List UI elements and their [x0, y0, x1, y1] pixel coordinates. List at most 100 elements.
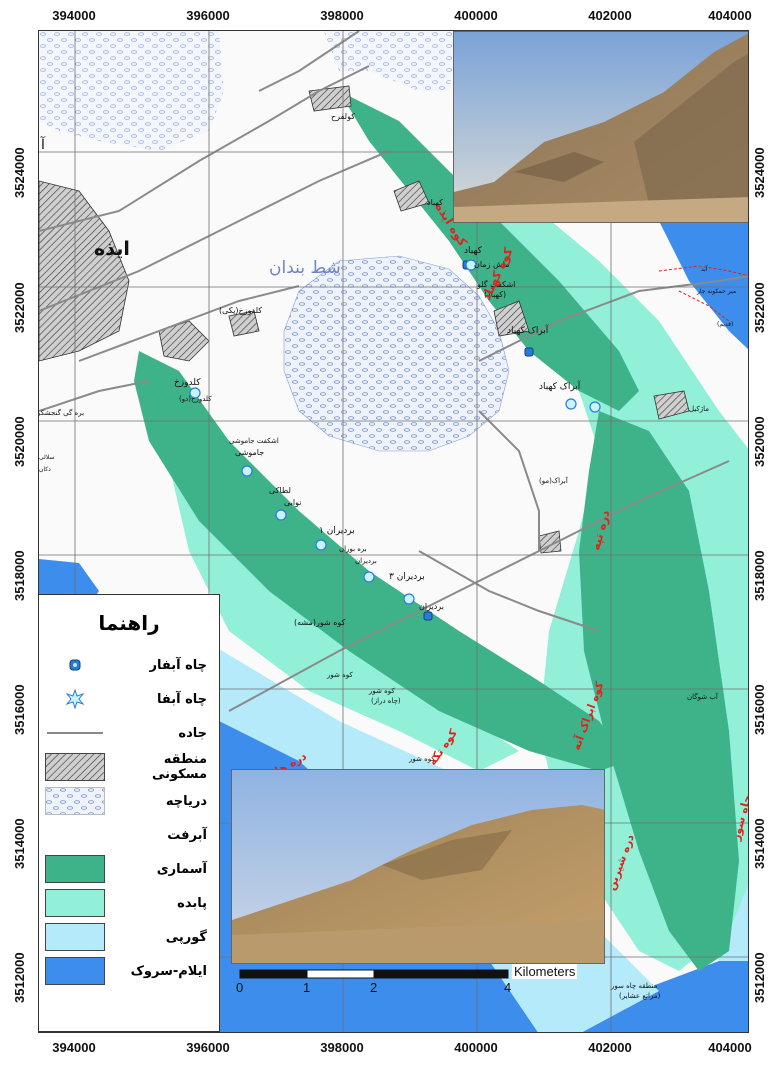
legend-row-well: چاه آبفار: [45, 649, 211, 681]
scale-unit: Kilometers: [512, 964, 578, 979]
label-bara-gi: بره گی گنجشکر: [39, 408, 84, 417]
legend-row-asmari: آسماری: [45, 853, 211, 885]
scale-bar: 0 1 2 4 Kilometers: [236, 964, 596, 1004]
scale-bar-graphic: [239, 969, 509, 979]
label-kalduzkh: کلدوزخ(پکی): [219, 306, 262, 315]
alluvium-swatch: [45, 821, 105, 849]
x-tick-bottom: 404000: [708, 1040, 752, 1055]
residential-swatch: [45, 753, 105, 781]
pabdeh-swatch: [45, 889, 105, 917]
label-kuh-shur3: کوه شور: [408, 755, 435, 763]
photo-top-right: [453, 31, 748, 223]
x-tick-top: 404000: [708, 8, 752, 23]
label-kohbad2: کهباد: [464, 246, 483, 256]
road-line-icon: [45, 719, 105, 747]
legend-row-lake: دریاچه: [45, 785, 211, 817]
legend-label: چاه آبفار: [149, 657, 207, 673]
label-abrak-mu: آبراک(مو): [539, 476, 569, 485]
legend: راهنما چاه آبفار چاه آبفا جاده منطقه مسک…: [38, 594, 220, 1032]
y-tick-left: 3522000: [12, 282, 27, 333]
scale-tick: 2: [370, 980, 378, 995]
scale-tick: 1: [303, 980, 311, 995]
legend-label: آسماری: [156, 861, 207, 877]
photo-bottom-image: [232, 770, 604, 963]
lake-shatt-bandan: [283, 255, 510, 452]
lake-swatch: [45, 787, 105, 815]
label-bardiran2: بره بوران: [339, 545, 367, 553]
label-bardiran1: بردیران ۱: [319, 526, 355, 536]
legend-label: دریاچه: [165, 793, 207, 809]
y-tick-right: 3512000: [752, 952, 767, 1003]
label-mir: میر حمکونه جار: [696, 288, 736, 295]
x-tick-top: 398000: [320, 8, 364, 23]
label-ashkaft-goli: اشکفت گلو: [476, 279, 515, 289]
y-tick-right: 3522000: [752, 282, 767, 333]
label-left-edge3: دکان: [39, 466, 51, 473]
label-lalati: لطاکی: [269, 486, 291, 495]
label-chah-deraz: (چاه دراز): [371, 697, 401, 705]
x-tick-bottom: 398000: [320, 1040, 364, 1055]
y-tick-left: 3516000: [12, 684, 27, 735]
label-bardiran3: بردیران ۳: [389, 572, 425, 582]
legend-title: راهنما: [98, 611, 160, 635]
x-tick-top: 396000: [186, 8, 230, 23]
x-tick-top: 400000: [454, 8, 498, 23]
label-bardiran-b: بردیران: [355, 557, 377, 565]
y-tick-left: 3514000: [12, 818, 27, 869]
label-kuh-shur2: کوه شور: [368, 687, 395, 695]
legend-label: ایلام-سروک: [130, 963, 207, 979]
legend-row-pabdeh: پابده: [45, 887, 211, 919]
y-tick-right: 3524000: [752, 147, 767, 198]
photo-top-image: [454, 32, 748, 222]
legend-row-road: جاده: [45, 717, 211, 749]
legend-label: آبرفت: [167, 827, 207, 843]
asmari-zones: [134, 91, 739, 971]
legend-label: منطقه مسکونی: [151, 752, 207, 782]
label-bardiran-c: بردیران: [419, 602, 444, 611]
north-lake-area-2: [39, 31, 224, 151]
legend-label: چاه آبفا: [156, 691, 207, 707]
y-tick-left: 3520000: [12, 416, 27, 467]
x-tick-top: 394000: [52, 8, 96, 23]
roads: [39, 31, 748, 712]
label-lake: شط بندان: [269, 258, 341, 278]
scale-tick: 0: [236, 980, 244, 995]
ilam-swatch: [45, 957, 105, 985]
label-marate: (مراتع عشایر): [619, 992, 661, 1000]
label-alamkhan: ماش زمان: [474, 260, 510, 269]
y-tick-left: 3518000: [12, 550, 27, 601]
label-navabi: نوابی: [284, 498, 301, 507]
label-ab-shoghan: آب شوگان: [687, 692, 719, 701]
label-kolfarah: کولفرح: [331, 112, 355, 121]
label-ab-vad: آبد: [701, 264, 708, 273]
legend-label: پابده: [177, 895, 207, 911]
label-qadim: (قدیم): [717, 321, 733, 328]
x-tick-bottom: 400000: [454, 1040, 498, 1055]
springs: [189, 259, 601, 605]
scale-tick: 4: [504, 980, 512, 995]
label-ashkaft-jam: اشکفت جاموشی: [229, 437, 279, 445]
legend-row-spring: چاه آبفا: [45, 683, 211, 715]
legend-row-ilam: ایلام-سروک: [45, 955, 211, 987]
legend-row-gurpi: گورپی: [45, 921, 211, 953]
label-kohbad: کهباد: [427, 198, 443, 207]
label-kuh-shur-mesh: کوه شور(مشه): [294, 618, 346, 627]
asmari-swatch: [45, 855, 105, 883]
label-abrak-kohbad2: آبراک کهباد: [539, 380, 581, 392]
label-izeh: ایذه: [94, 238, 130, 260]
y-tick-right: 3518000: [752, 550, 767, 601]
label-kalduzkh-dou: کلدوزخ(دو): [179, 395, 212, 403]
label-jamushi: جاموشی: [235, 448, 264, 457]
label-malahit: ماژکیل: [689, 405, 709, 413]
well-icon: [45, 651, 105, 679]
label-kalduzkh2: کلدوزخ: [174, 378, 201, 388]
legend-row-residential: منطقه مسکونی: [45, 751, 211, 783]
x-tick-bottom: 396000: [186, 1040, 230, 1055]
y-tick-left: 3512000: [12, 952, 27, 1003]
label-abrak-kohbad: آبراک کهباد: [507, 324, 549, 336]
map-labels: ایذه شط بندان کولفرح کهباد کهباد ماش زما…: [39, 112, 736, 1000]
x-tick-bottom: 394000: [52, 1040, 96, 1055]
y-tick-right: 3514000: [752, 818, 767, 869]
x-tick-bottom: 402000: [588, 1040, 632, 1055]
geologic-map: ایذه شط بندان کولفرح کهباد کهباد ماش زما…: [38, 30, 749, 1033]
